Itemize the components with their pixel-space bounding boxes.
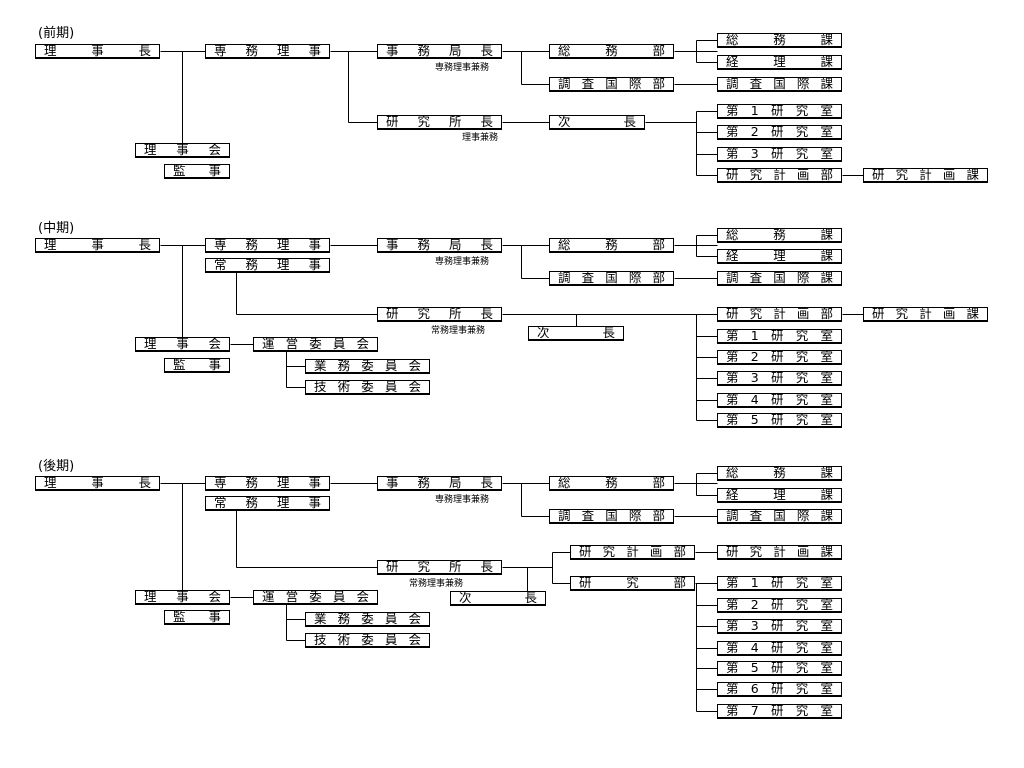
org-box-early-research-planning-dept: 研究計画部 bbox=[717, 168, 842, 183]
org-box-middle-general-affairs-section: 総務課 bbox=[717, 228, 842, 243]
note-early-secretary-general: 専務理事兼務 bbox=[435, 63, 490, 73]
org-box-late-steering-committee: 運営委員会 bbox=[253, 590, 378, 605]
note-middle-institute-director: 常務理事兼務 bbox=[431, 326, 486, 336]
note-late-secretary-general: 専務理事兼務 bbox=[435, 495, 490, 505]
org-box-early-research-planning-section: 研究計画課 bbox=[863, 168, 988, 183]
org-box-late-institute-director: 研究所長 bbox=[377, 560, 502, 575]
org-box-middle-deputy-director: 次長 bbox=[528, 326, 624, 341]
org-box-early-secretary-general: 事務局長 bbox=[377, 44, 502, 59]
org-box-middle-business-committee: 業務委員会 bbox=[305, 359, 430, 374]
org-box-late-general-affairs-dept: 総務部 bbox=[549, 476, 674, 491]
org-box-late-secretary-general: 事務局長 bbox=[377, 476, 502, 491]
org-box-late-chairman: 理事長 bbox=[35, 476, 160, 491]
org-box-middle-accounting-section: 経理課 bbox=[717, 249, 842, 264]
org-box-middle-technical-committee: 技術委員会 bbox=[305, 380, 430, 395]
org-box-late-general-affairs-section: 総務課 bbox=[717, 466, 842, 481]
org-box-late-accounting-section: 経理課 bbox=[717, 488, 842, 503]
org-box-middle-chairman: 理事長 bbox=[35, 238, 160, 253]
org-box-early-general-affairs-section: 総務課 bbox=[717, 33, 842, 48]
org-box-early-institute-director: 研究所長 bbox=[377, 115, 502, 130]
org-box-middle-research-intl-dept: 調査国際部 bbox=[549, 271, 674, 286]
org-box-late-business-committee: 業務委員会 bbox=[305, 612, 430, 627]
org-box-early-auditor: 監事 bbox=[164, 164, 230, 179]
note-middle-secretary-general: 専務理事兼務 bbox=[435, 257, 490, 267]
org-box-middle-institute-director: 研究所長 bbox=[377, 307, 502, 322]
org-box-early-research-intl-dept: 調査国際部 bbox=[549, 77, 674, 92]
org-box-middle-auditor: 監事 bbox=[164, 358, 230, 373]
org-box-late-deputy-director: 次長 bbox=[450, 591, 546, 606]
org-box-late-auditor: 監事 bbox=[164, 610, 230, 625]
org-box-middle-steering-committee: 運営委員会 bbox=[253, 337, 378, 352]
org-box-late-technical-committee: 技術委員会 bbox=[305, 633, 430, 648]
org-box-late-research-intl-section: 調査国際課 bbox=[717, 509, 842, 524]
org-box-early-board: 理事会 bbox=[135, 143, 230, 158]
org-box-middle-research-planning-section: 研究計画課 bbox=[863, 307, 988, 322]
org-box-middle-exec-director: 専務理事 bbox=[205, 238, 330, 253]
org-box-late-board: 理事会 bbox=[135, 590, 230, 605]
org-box-late-research-planning-dept: 研究計画部 bbox=[570, 545, 695, 560]
org-box-early-general-affairs-dept: 総務部 bbox=[549, 44, 674, 59]
org-box-early-research-intl-section: 調査国際課 bbox=[717, 77, 842, 92]
note-early-institute-director: 理事兼務 bbox=[462, 133, 499, 143]
org-box-middle-research-planning-dept: 研究計画部 bbox=[717, 307, 842, 322]
org-box-late-managing-director: 常務理事 bbox=[205, 496, 330, 511]
org-box-middle-board: 理事会 bbox=[135, 337, 230, 352]
period-title-late: (後期) bbox=[38, 459, 75, 474]
note-late-institute-director: 常務理事兼務 bbox=[409, 579, 464, 589]
org-box-middle-research-intl-section: 調査国際課 bbox=[717, 271, 842, 286]
org-box-late-research-intl-dept: 調査国際部 bbox=[549, 509, 674, 524]
org-box-late-research-planning-section: 研究計画課 bbox=[717, 545, 842, 560]
org-box-middle-general-affairs-dept: 総務部 bbox=[549, 238, 674, 253]
org-box-early-exec-director: 専務理事 bbox=[205, 44, 330, 59]
org-box-middle-managing-director: 常務理事 bbox=[205, 258, 330, 273]
org-box-early-deputy-director: 次長 bbox=[549, 115, 645, 130]
org-box-early-chairman: 理事長 bbox=[35, 44, 160, 59]
org-box-late-research-dept: 研究部 bbox=[570, 576, 695, 591]
org-box-middle-secretary-general: 事務局長 bbox=[377, 238, 502, 253]
period-title-early: (前期) bbox=[38, 26, 75, 41]
org-box-early-accounting-section: 経理課 bbox=[717, 55, 842, 70]
org-box-late-exec-director: 専務理事 bbox=[205, 476, 330, 491]
period-title-middle: (中期) bbox=[38, 221, 75, 236]
